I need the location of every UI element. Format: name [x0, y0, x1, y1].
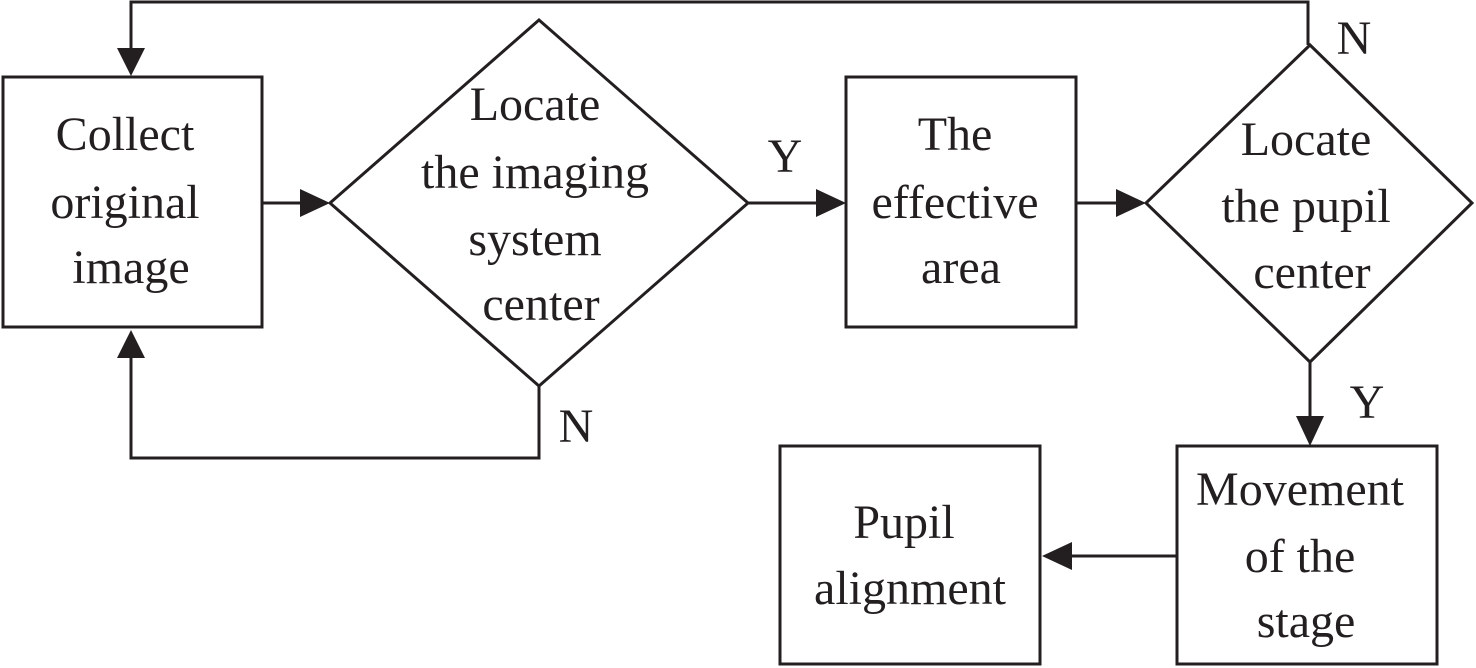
- node-label: Locate the imaging system center: [421, 78, 661, 331]
- edge-label-imaging-no: N: [559, 400, 594, 453]
- label-line: system: [468, 213, 601, 266]
- label-line: center: [482, 278, 599, 331]
- label-line: original: [50, 176, 199, 229]
- process-box: [1175, 444, 1439, 666]
- arrowhead-into-alignment: [1042, 542, 1072, 570]
- node-locate-pupil-center: Locate the pupil center: [1143, 42, 1475, 365]
- edge-pupil-no-to-collect: [129, 0, 1310, 52]
- decision-diamond: [327, 18, 751, 388]
- arrowhead-into-movement: [1296, 416, 1324, 446]
- label-line: stage: [1257, 595, 1356, 648]
- node-label: Locate the pupil center: [1221, 113, 1402, 299]
- node-pupil-alignment: Pupil alignment: [778, 444, 1042, 666]
- arrowhead-into-locate-imaging: [300, 189, 330, 217]
- process-box: [1, 75, 264, 329]
- edge-label-imaging-yes: Y: [768, 130, 803, 183]
- node-movement-of-stage: Movement of the stage: [1175, 444, 1439, 666]
- label-line: the pupil: [1221, 180, 1390, 233]
- label-line: The: [918, 108, 993, 161]
- label-line: the imaging: [421, 146, 649, 199]
- node-label: Pupil alignment: [814, 496, 1007, 615]
- arrowhead-bottom-into-collect: [117, 330, 145, 358]
- edge-label-pupil-yes: Y: [1350, 376, 1385, 429]
- node-locate-imaging-center: Locate the imaging system center: [327, 18, 751, 388]
- node-label: Collect original image: [50, 108, 211, 294]
- label-line: alignment: [814, 562, 1007, 615]
- label-line: image: [72, 241, 189, 294]
- edge-label-pupil-no: N: [1337, 12, 1372, 65]
- edge-imaging-no-to-collect: [129, 354, 541, 460]
- label-line: effective: [872, 176, 1039, 229]
- process-box: [844, 75, 1078, 329]
- arrowhead-into-effective: [816, 189, 846, 217]
- label-line: area: [921, 241, 1001, 294]
- label-line: of the: [1245, 530, 1356, 583]
- label-line: Collect: [56, 108, 195, 161]
- label-line: Movement: [1196, 463, 1405, 516]
- label-line: Locate: [1241, 113, 1372, 166]
- arrowhead-into-locate-pupil: [1116, 189, 1146, 217]
- decision-diamond: [1143, 42, 1475, 365]
- node-collect-original-image: Collect original image: [1, 75, 264, 329]
- arrowhead-top-into-collect: [117, 48, 145, 76]
- label-line: Locate: [470, 78, 601, 131]
- label-line: center: [1253, 246, 1370, 299]
- node-label: Movement of the stage: [1196, 463, 1416, 648]
- node-effective-area: The effective area: [844, 75, 1078, 329]
- label-line: Pupil: [853, 496, 954, 549]
- node-label: The effective area: [872, 108, 1051, 294]
- process-box: [778, 444, 1042, 666]
